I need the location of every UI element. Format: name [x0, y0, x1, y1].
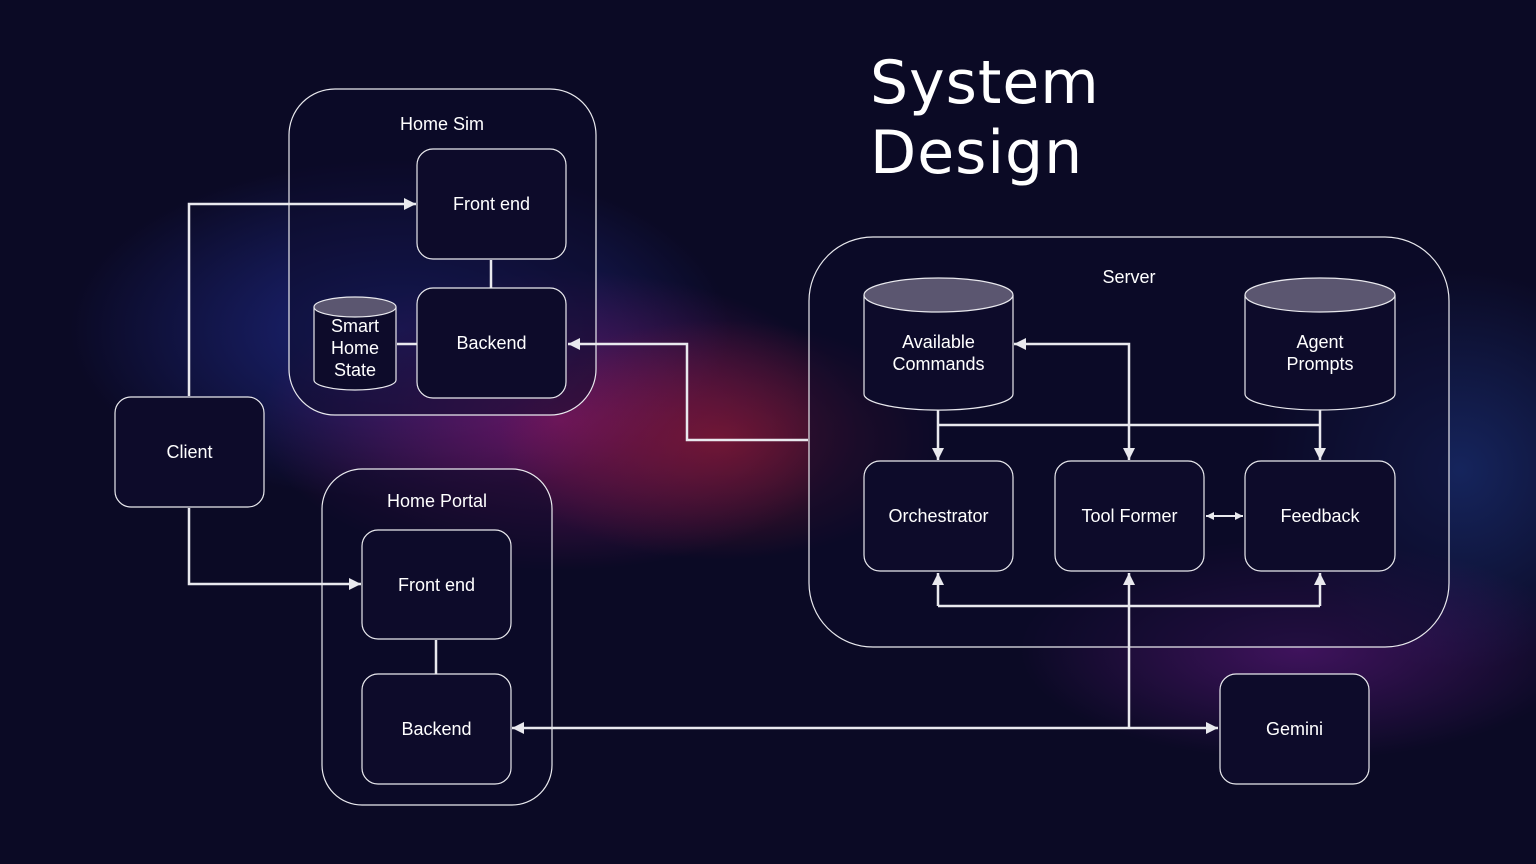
group-server-label: Server [1102, 267, 1156, 287]
smart-home-state-label: Smart Home State [330, 316, 379, 380]
feedback-label: Feedback [1280, 506, 1360, 526]
portal-backend-label: Backend [401, 719, 472, 739]
group-home-portal-label: Home Portal [386, 491, 488, 511]
db-available-commands [863, 277, 1014, 411]
node-client [114, 396, 265, 508]
node-orchestrator [863, 460, 1014, 572]
edge-client-sim-frontend [187, 198, 416, 396]
db-smart-home-state [313, 296, 397, 391]
node-portal-backend [361, 673, 512, 785]
edge-client-portal-frontend [187, 508, 361, 590]
client-label: Client [166, 442, 213, 462]
agent-prompts-label: Agent Prompts [1286, 332, 1354, 374]
available-commands-label: Available Commands [892, 332, 985, 374]
orchestrator-label: Orchestrator [888, 506, 989, 526]
tool-former-label: Tool Former [1081, 506, 1178, 526]
group-home-sim-label: Home Sim [399, 114, 484, 134]
db-agent-prompts [1244, 277, 1396, 411]
page-title: System Design [870, 48, 1100, 188]
gemini-label: Gemini [1265, 719, 1323, 739]
node-tool-former [1054, 460, 1205, 572]
sim-backend-label: Backend [456, 333, 527, 353]
edge-toolformer-commands [1014, 338, 1135, 460]
node-feedback [1244, 460, 1396, 572]
node-sim-frontend [416, 148, 567, 260]
node-sim-backend [416, 287, 567, 399]
node-gemini [1219, 673, 1370, 785]
portal-frontend-label: Front end [397, 574, 476, 595]
edge-server-sim-backend [568, 338, 808, 442]
sim-frontend-label: Front end [452, 194, 531, 214]
node-portal-frontend [361, 529, 512, 640]
